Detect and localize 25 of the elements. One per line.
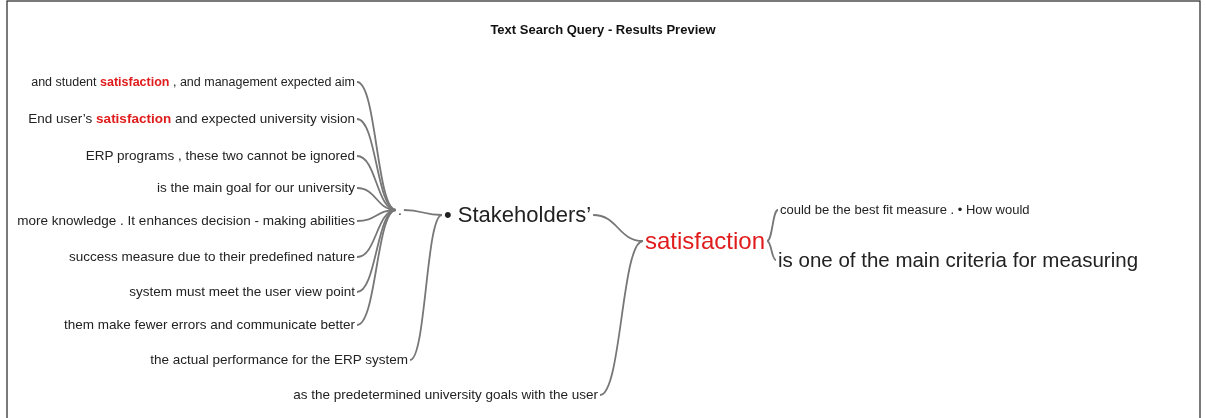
- phrase-label: the actual performance for the ERP system: [150, 352, 408, 368]
- phrase-label: • Stakeholders’: [444, 202, 592, 228]
- connector-curve: [356, 209, 397, 258]
- connector-curve: [592, 214, 644, 242]
- connector-curve: [766, 240, 777, 261]
- phrase-label: more knowledge . It enhances decision - making abilities: [17, 213, 355, 229]
- phrase-label: is one of the main criteria for measuring: [778, 248, 1139, 272]
- connector-curve: [403, 209, 443, 216]
- phrase-label: system must meet the user view point: [129, 284, 355, 300]
- phrase-label: End user’s satisfaction and expected university vision: [28, 111, 355, 127]
- keyword-label: satisfaction: [645, 227, 766, 255]
- connector-curve: [356, 209, 397, 326]
- phrase-label: and student satisfaction , and management expected aim: [31, 74, 355, 90]
- phrase-label: success measure due to their predefined nature: [69, 249, 355, 265]
- connector-curve: [599, 240, 644, 396]
- phrase-label: could be the best fit measure . • How would: [780, 202, 1030, 218]
- connector-curve: [356, 118, 397, 211]
- phrase-label: as the predetermined university goals with the user: [293, 387, 598, 403]
- punctuation-label: .: [398, 201, 402, 219]
- phrase-label: ERP programs , these two cannot be ignored: [85, 148, 355, 164]
- connector-curve: [409, 214, 443, 361]
- phrase-label: them make fewer errors and communicate better: [63, 317, 355, 333]
- diagram-title: Text Search Query - Results Preview: [489, 22, 717, 37]
- connector-curve: [766, 209, 779, 242]
- phrase-label: is the main goal for our university: [156, 180, 355, 196]
